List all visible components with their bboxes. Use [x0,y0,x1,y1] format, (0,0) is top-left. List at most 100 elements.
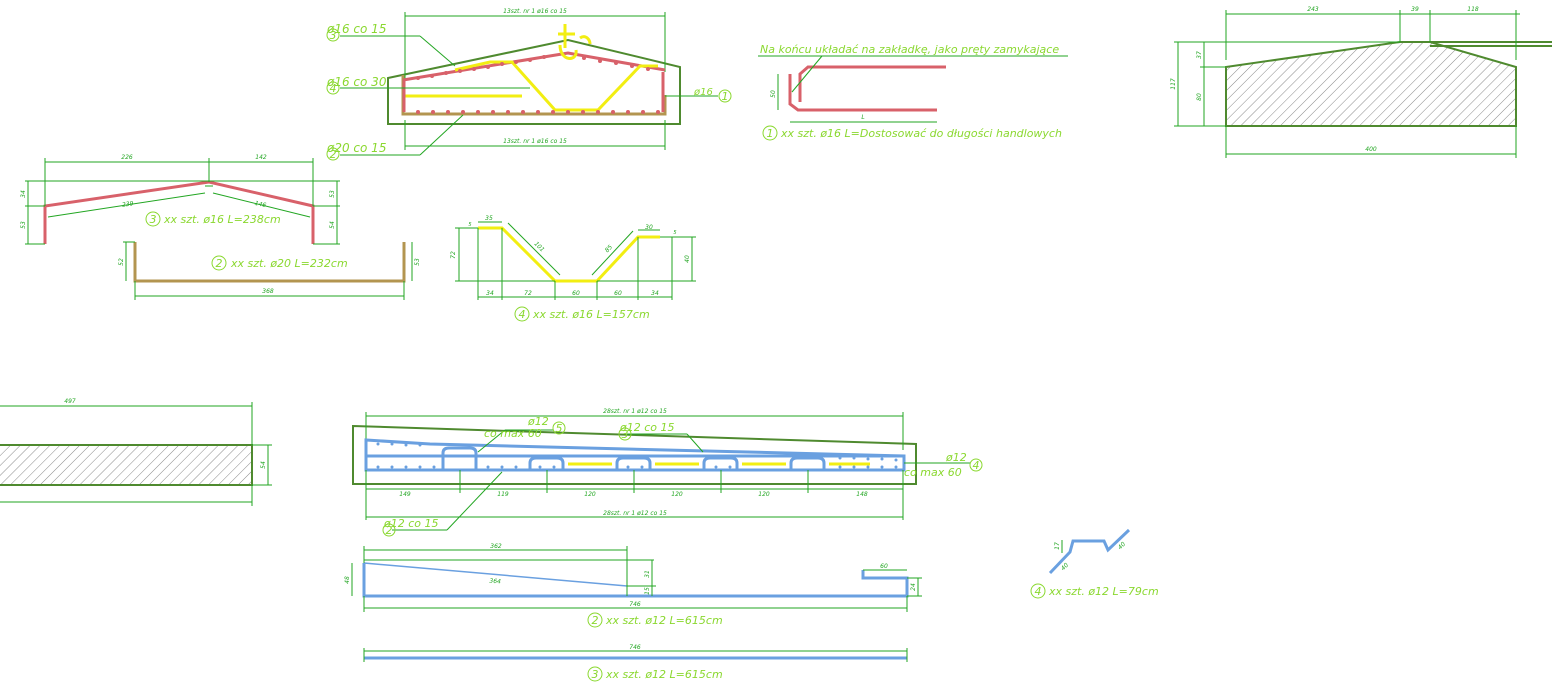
dim-text: 53 [20,221,27,229]
callout-label: ø20 co 15 [326,141,386,155]
caption: xx szt. ø12 L=79cm [1048,585,1159,598]
rebar-dots-top [416,55,650,80]
dim-text: L [861,114,864,121]
dim-text: 13szt. nr 1 ø16 co 15 [503,138,567,145]
callout-label: ø12 [945,451,967,464]
dim-text: 60 [614,290,622,297]
dim-text: 37 [1196,51,1203,59]
dim-text: 17 [1054,542,1061,550]
dim-text: 28szt. nr 1 ø12 co 15 [603,510,667,517]
span-label: 120 [584,491,596,498]
caption: xx szt. ø16 L=157cm [532,308,650,321]
span-label: 120 [671,491,683,498]
caption: xx szt. ø12 L=615cm [605,668,723,681]
dim-text: 746 [629,644,641,651]
bottom-left-elevation: 497 54 [0,398,272,506]
callout-num: 5 [556,422,563,435]
callout-label: ø16 [693,87,713,98]
caption: xx szt. ø16 L=238cm [163,213,281,226]
dim-text: 24 [910,583,917,591]
dim-text: 15 [644,587,651,595]
bar-3b-shape: 746 3 xx szt. ø12 L=615cm [363,644,908,682]
dim-text: 52 [118,258,125,266]
dim-text: 117 [1170,78,1177,90]
rebar-dots-bottom [416,110,660,114]
dim-text: 39 [1411,6,1419,13]
note-text: Na końcu układać na zakładkę, jako pręty… [760,43,1059,56]
callout-label: ø16 co 15 [326,22,386,36]
bar-2b-shape: 362 48 31 15 364 60 24 746 2 xx szt. ø12… [344,543,922,628]
bar-1-detail: Na końcu układać na zakładkę, jako pręty… [758,43,1068,141]
callout-label: ø16 co 30 [326,75,387,89]
callout-num: 1 [722,90,729,103]
callout-sub: co max 60 [904,466,962,479]
dim-text: 40 [684,255,691,263]
callout-num: 2 [386,524,393,537]
caption-num: 4 [519,308,526,321]
dim-text: 53 [414,258,421,266]
bar-4-section [454,60,658,112]
dim-text: 118 [1467,6,1479,13]
caption-num: 3 [592,668,599,681]
dim-text: 497 [64,398,76,405]
top-section-view: 13szt. nr 1 ø16 co 15 13szt. nr 1 ø16 co… [326,8,732,161]
callout-sub: co max 60 [484,427,542,440]
caption-num: 2 [216,257,223,270]
callout-num: 2 [330,148,337,161]
bar-4-shape: 72 35 5 101 85 30 5 40 34 72 60 60 34 4 … [450,215,696,322]
bar-2-shape: 52 53 368 2 xx szt. ø20 L=232cm [118,241,421,300]
caption-num: 3 [150,213,157,226]
dim-text: 142 [255,154,267,161]
bar-3-shape: 226 142 34 53 53 54 239 146 3 xx szt. ø1… [20,154,340,245]
hook-symbol [558,24,592,60]
bottom-section-view: 28szt. nr 1 ø12 co 15 [352,408,983,537]
span-label: 119 [497,491,509,498]
callout-num: 3 [622,428,629,441]
top-right-elevation: 243 39 118 117 37 80 400 [1170,6,1552,158]
dim-text: 85 [604,244,614,254]
dim-text: 13szt. nr 1 ø16 co 15 [503,8,567,15]
dim-text: 34 [486,290,494,297]
dim-text: 54 [260,461,267,469]
dim-text: 35 [485,215,493,222]
callout-label: ø12 co 15 [383,517,439,530]
callout-label: ø12 co 15 [619,421,675,434]
callout-num: 3 [330,29,337,42]
span-label: 120 [758,491,770,498]
dim-text: 31 [644,570,651,578]
dim-text: 5 [468,222,471,228]
caption-num: 1 [767,127,774,140]
dim-text: 101 [533,240,546,253]
dim-text: 368 [262,288,274,295]
dim-text: 48 [344,576,351,584]
dim-text: 80 [1196,93,1203,101]
dim-text: 54 [329,221,336,229]
bar-4b-shape: 17 40 40 4 xx szt. ø12 L=79cm [1030,528,1159,599]
caption-num: 4 [1035,585,1042,598]
dim-text: 400 [1365,146,1377,153]
dim-text: 60 [880,563,888,570]
dim-text: 364 [489,578,501,586]
dim-text: 34 [20,190,27,198]
caption: xx szt. ø16 L=Dostosować do długości han… [780,127,1062,140]
dim-text: 146 [254,200,267,209]
dim-text: 243 [1307,6,1319,13]
dim-text: 40 [1060,562,1070,572]
rebar-dots-blue [376,442,898,469]
dim-text: 53 [329,190,336,198]
callout-num: 4 [973,459,980,472]
dim-text: 746 [629,601,641,608]
dim-text: 50 [770,90,777,98]
dim-text: 60 [572,290,580,297]
dim-text: 34 [651,290,659,297]
dim-text: 72 [524,290,532,297]
dim-text: 239 [122,200,134,209]
dim-text: 28szt. nr 1 ø12 co 15 [603,408,667,415]
caption: xx szt. ø20 L=232cm [230,257,348,270]
dim-text: 5 [673,230,676,236]
caption-num: 2 [592,614,599,627]
dim-text: 226 [121,154,133,161]
callout-label: ø12 [527,415,549,428]
dim-text: 40 [1117,541,1127,551]
